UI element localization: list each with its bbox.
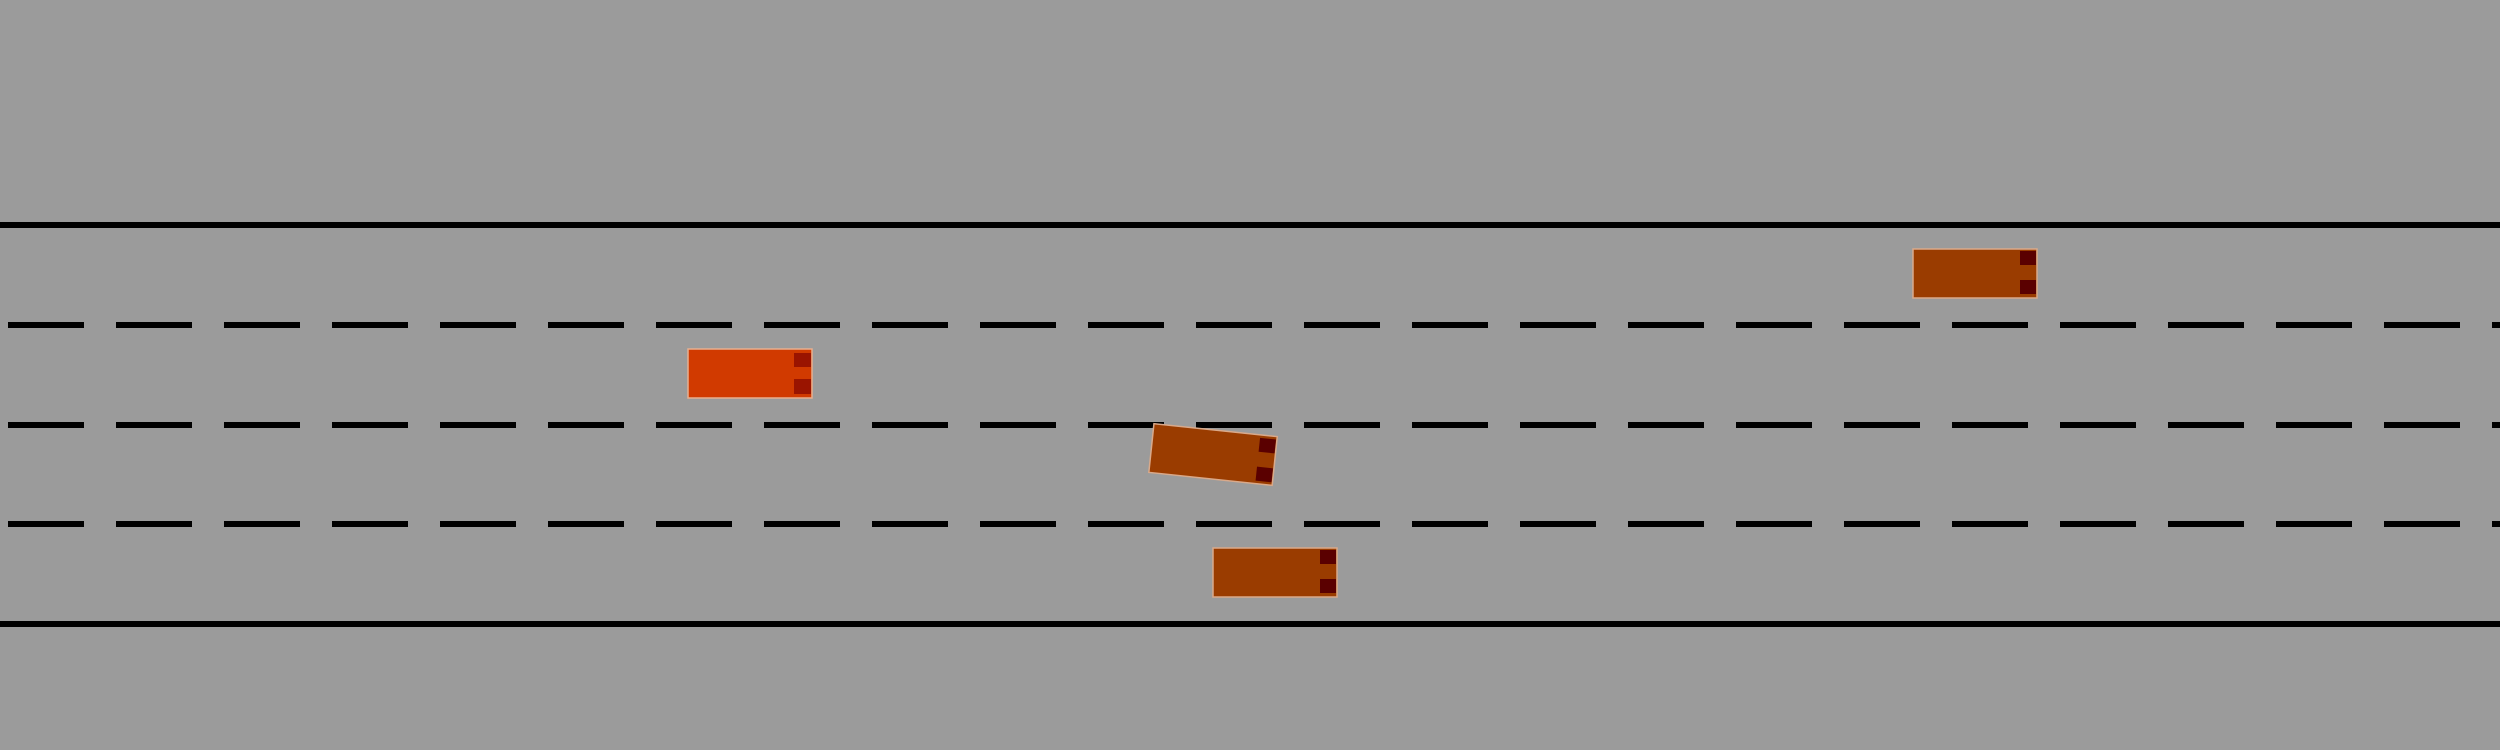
ego-vehicle-body <box>687 348 813 399</box>
ego-vehicle-headlight-left <box>794 353 811 367</box>
traffic-vehicle-2 <box>1148 422 1279 487</box>
traffic-vehicle-2-headlight-left <box>1258 437 1276 454</box>
traffic-vehicle-1 <box>1912 248 2038 299</box>
traffic-vehicle-3 <box>1212 547 1338 598</box>
traffic-vehicle-3-headlight-right <box>1320 579 1336 593</box>
ego-vehicle-headlight-right <box>794 379 811 394</box>
traffic-vehicle-3-headlight-left <box>1320 550 1336 564</box>
traffic-vehicle-2-headlight-right <box>1255 466 1273 483</box>
traffic-vehicle-1-body <box>1912 248 2038 299</box>
traffic-vehicle-1-headlight-right <box>2020 280 2036 294</box>
traffic-vehicle-2-body <box>1148 422 1279 487</box>
ego-vehicle <box>687 348 813 399</box>
traffic-vehicle-1-headlight-left <box>2020 251 2036 265</box>
traffic-vehicle-3-body <box>1212 547 1338 598</box>
